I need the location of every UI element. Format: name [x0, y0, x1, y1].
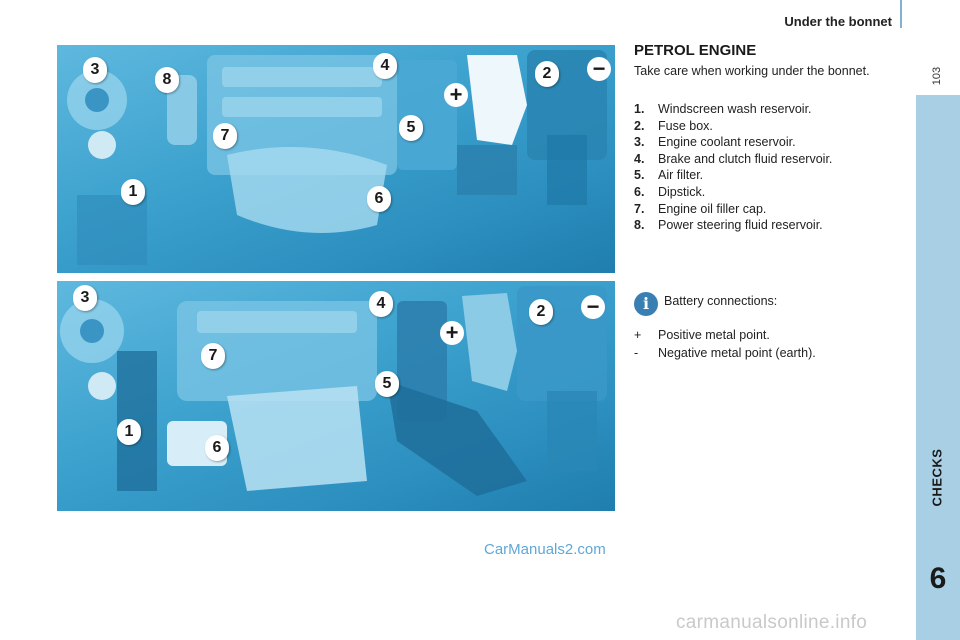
callout-2: 2	[535, 61, 559, 87]
callout-1: 1	[117, 419, 141, 445]
legend-text: Brake and clutch fluid reservoir.	[658, 151, 833, 166]
legend-number: 4.	[634, 151, 645, 166]
callout-8: 8	[155, 67, 179, 93]
component-legend: 1. Windscreen wash reservoir. 2. Fuse box.…	[634, 101, 832, 234]
legend-number: 1.	[634, 102, 645, 116]
callout-4: 4	[373, 53, 397, 79]
legend-text: Air filter.	[658, 168, 704, 183]
negative-terminal-sign: −	[581, 295, 605, 319]
legend-text: Power steering fluid reservoir.	[658, 218, 823, 233]
legend-text: Engine oil filler cap.	[658, 201, 767, 216]
legend-number: 7.	[634, 201, 645, 216]
watermark-link[interactable]: CarManuals2.com	[484, 541, 606, 558]
list-item: - Negative metal point (earth).	[634, 344, 816, 362]
chapter-number: 6	[929, 562, 947, 595]
footer-watermark: carmanualsonline.info	[676, 612, 868, 633]
positive-terminal-sign: +	[440, 321, 464, 345]
callout-3: 3	[73, 285, 97, 311]
callout-6: 6	[367, 186, 391, 212]
engine-bay-drawing-top	[67, 50, 607, 265]
callout-7: 7	[213, 123, 237, 149]
negative-symbol: -	[634, 346, 639, 360]
legend-text: Dipstick.	[658, 184, 706, 199]
legend-item: 6. Dipstick.	[634, 184, 832, 201]
callout-1: 1	[121, 179, 145, 205]
legend-number: 8.	[634, 218, 645, 233]
callout-4: 4	[369, 291, 393, 317]
page-header-title: Under the bonnet	[784, 14, 892, 29]
legend-item: 3. Engine coolant reservoir.	[634, 134, 832, 151]
legend-number: 5.	[634, 168, 645, 183]
info-icon: i	[634, 292, 658, 316]
positive-terminal-sign: +	[444, 83, 468, 107]
engine-bay-illustration-bottom: 3 4 2 7 5 1 6 + −	[57, 281, 615, 511]
chapter-tab-label: CHECKS	[929, 448, 945, 507]
legend-text: Engine coolant reservoir.	[658, 135, 796, 150]
engine-bay-drawing-bottom	[60, 286, 607, 496]
negative-terminal-sign: −	[587, 57, 611, 81]
callout-5: 5	[375, 371, 399, 397]
legend-item: 4. Brake and clutch fluid reservoir.	[634, 151, 832, 168]
callout-7: 7	[201, 343, 225, 369]
page-number: 103	[931, 66, 943, 86]
header-rule	[900, 0, 902, 28]
legend-item: 1. Windscreen wash reservoir.	[634, 101, 832, 118]
section-heading: PETROL ENGINE	[634, 42, 757, 59]
positive-symbol: +	[634, 328, 642, 342]
callout-3: 3	[83, 57, 107, 83]
list-item-text: Negative metal point (earth).	[658, 346, 816, 360]
legend-number: 2.	[634, 118, 645, 133]
legend-text: Fuse box.	[658, 118, 713, 133]
chapter-side-tab	[916, 95, 960, 640]
legend-item: 8. Power steering fluid reservoir.	[634, 217, 832, 234]
legend-text: Windscreen wash reservoir.	[658, 102, 812, 116]
legend-number: 6.	[634, 184, 645, 199]
legend-item: 2. Fuse box.	[634, 118, 832, 135]
battery-connections-list: + Positive metal point. - Negative metal p…	[634, 326, 816, 362]
legend-number: 3.	[634, 135, 645, 150]
list-item: + Positive metal point.	[634, 326, 816, 344]
engine-bay-illustration-top: 3 8 4 2 7 5 1 6 + −	[57, 45, 615, 273]
callout-2: 2	[529, 299, 553, 325]
legend-item: 7. Engine oil filler cap.	[634, 201, 832, 218]
info-heading: Battery connections:	[664, 294, 778, 308]
callout-6: 6	[205, 435, 229, 461]
intro-text: Take care when working under the bonnet.	[634, 64, 870, 78]
legend-item: 5. Air filter.	[634, 167, 832, 184]
callout-5: 5	[399, 115, 423, 141]
list-item-text: Positive metal point.	[658, 328, 770, 342]
